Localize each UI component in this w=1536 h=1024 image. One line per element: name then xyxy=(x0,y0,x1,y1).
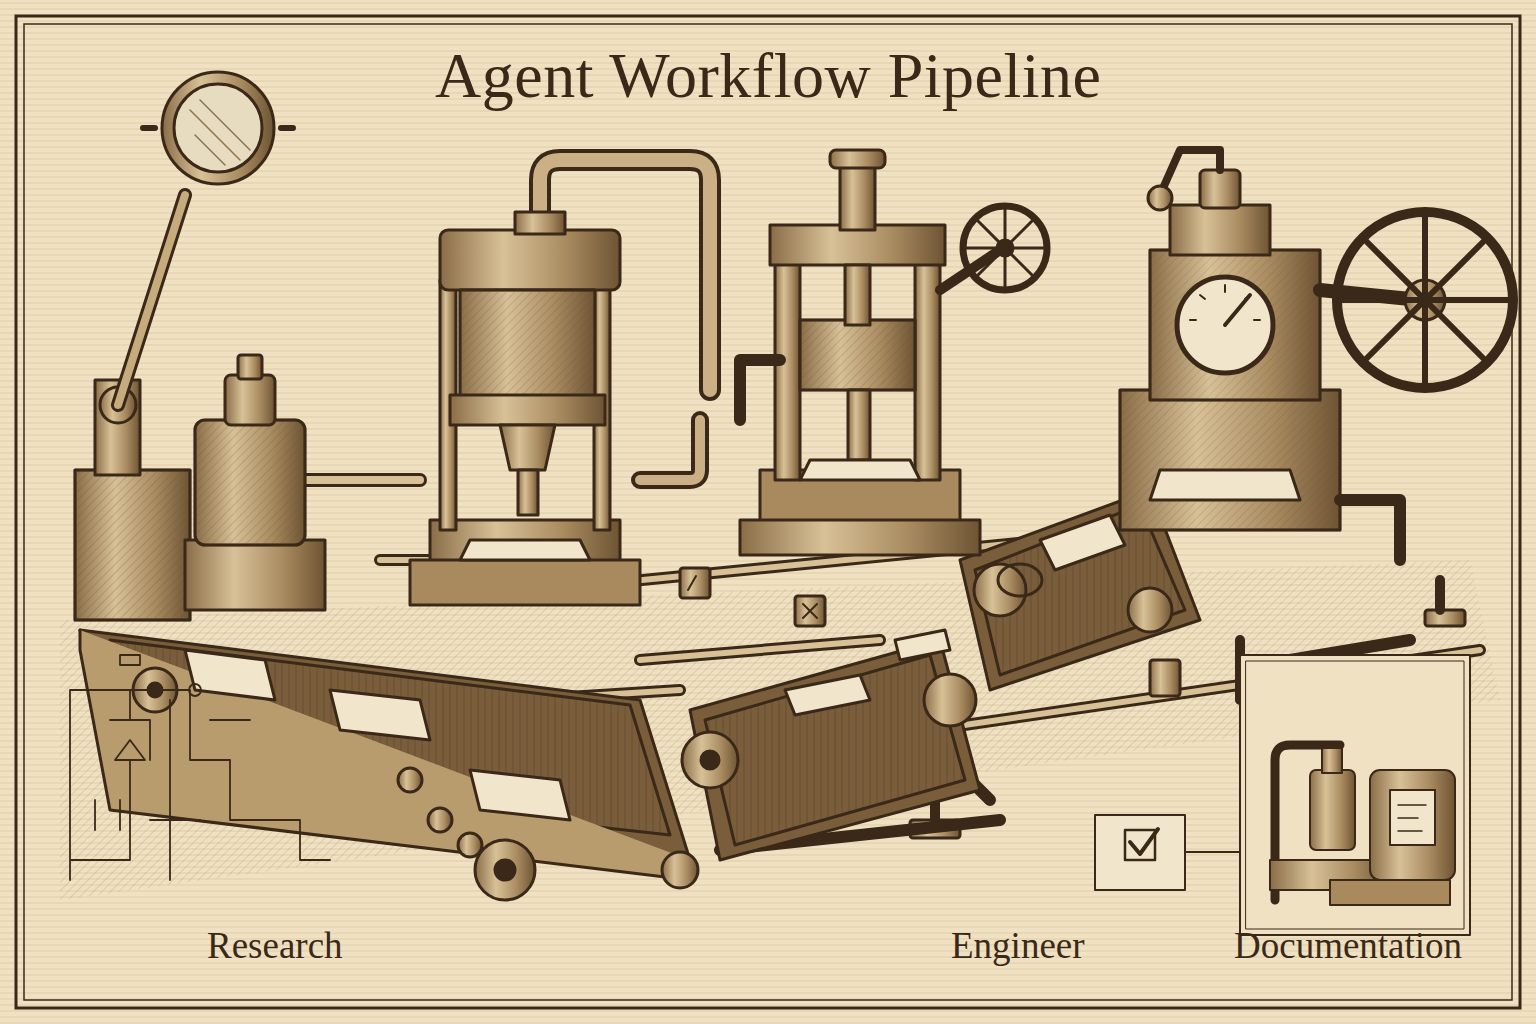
station-label: Documentation xyxy=(1230,924,1466,967)
station-label: Research xyxy=(203,924,347,967)
station-label: Engineer xyxy=(947,924,1089,967)
diagram-title: Agent Workflow Pipeline xyxy=(435,39,1101,113)
